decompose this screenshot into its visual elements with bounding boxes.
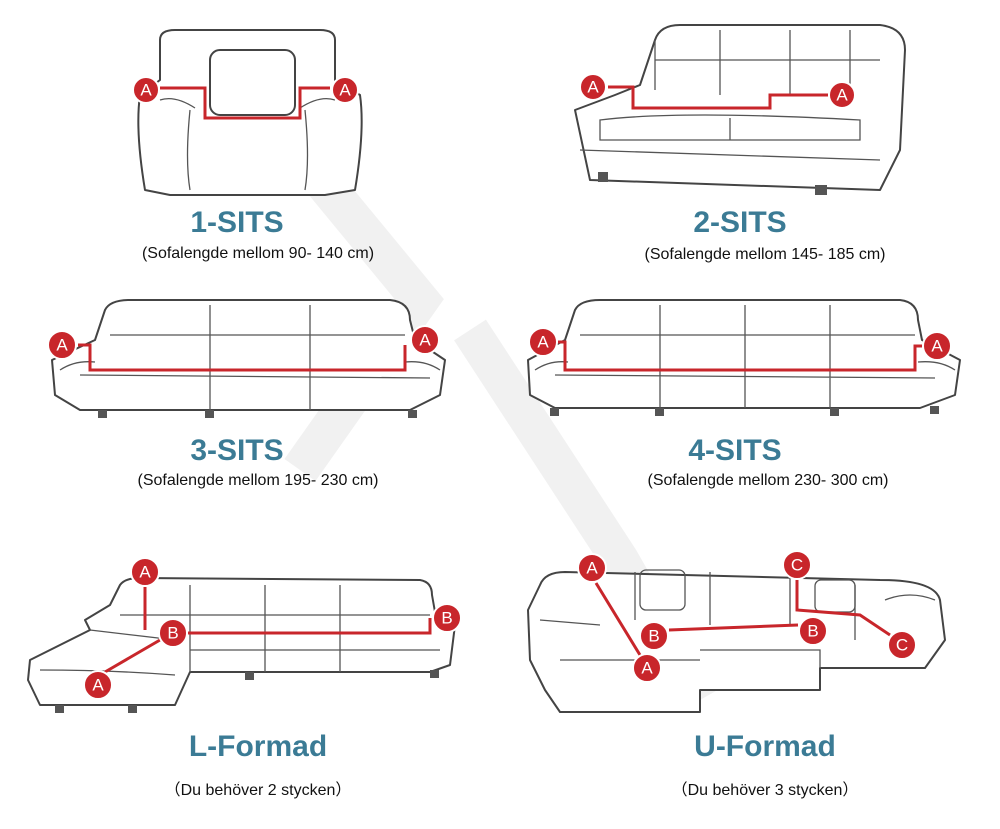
marker-a: A <box>47 330 77 360</box>
subtitle-l-formad: （Du behöver 2 stycken） <box>165 781 352 799</box>
svg-text:B: B <box>648 627 659 646</box>
subtitle-1-sits: (Sofalengde mellom 90- 140 cm) <box>142 245 374 262</box>
sofa-4-sits: A A 4-SITS (Sofalengde mellom 230- 300 c… <box>527 299 961 489</box>
marker-a: A <box>410 325 440 355</box>
marker-a: A <box>528 327 558 357</box>
svg-text:C: C <box>896 636 908 655</box>
svg-text:A: A <box>587 78 599 97</box>
svg-text:A: A <box>586 559 598 578</box>
marker-b: B <box>158 618 188 648</box>
marker-a: A <box>632 653 662 683</box>
marker-b: B <box>639 621 669 651</box>
svg-text:A: A <box>641 659 653 678</box>
subtitle-4-sits: (Sofalengde mellom 230- 300 cm) <box>647 472 888 489</box>
marker-a: A <box>83 670 113 700</box>
measure-line <box>160 86 330 120</box>
svg-text:A: A <box>537 333 549 352</box>
svg-text:A: A <box>140 81 152 100</box>
svg-text:A: A <box>339 81 351 100</box>
svg-text:B: B <box>167 624 178 643</box>
marker-b: B <box>432 603 462 633</box>
subtitle-3-sits: (Sofalengde mellom 195- 230 cm) <box>137 472 378 489</box>
title-3-sits: 3-SITS <box>190 434 283 467</box>
marker-a: A <box>130 557 160 587</box>
title-l-formad: L-Formad <box>189 730 327 763</box>
marker-c: C <box>782 550 812 580</box>
marker-a: A <box>132 76 160 104</box>
sofa-1-sits: A A 1-SITS (Sofalengde mellom 90- 140 cm… <box>132 29 374 262</box>
svg-text:A: A <box>931 337 943 356</box>
svg-text:A: A <box>419 331 431 350</box>
marker-a: A <box>579 73 607 101</box>
subtitle-2-sits: (Sofalengde mellom 145- 185 cm) <box>644 246 885 263</box>
title-4-sits: 4-SITS <box>688 434 781 467</box>
svg-text:A: A <box>836 86 848 105</box>
svg-text:A: A <box>92 676 104 695</box>
marker-a: A <box>922 331 952 361</box>
title-1-sits: 1-SITS <box>190 206 283 239</box>
svg-text:B: B <box>441 609 452 628</box>
marker-a: A <box>828 81 856 109</box>
marker-c: C <box>887 630 917 660</box>
subtitle-u-formad: （Du behöver 3 stycken） <box>672 781 859 799</box>
svg-text:B: B <box>807 622 818 641</box>
marker-a: A <box>331 76 359 104</box>
svg-text:A: A <box>139 563 151 582</box>
marker-a: A <box>577 553 607 583</box>
sofa-3-sits: A A 3-SITS (Sofalengde mellom 195- 230 c… <box>47 299 446 489</box>
title-2-sits: 2-SITS <box>693 206 786 239</box>
sofa-u-formad: A B A C B C U-Formad （Du behöver 3 styck… <box>527 550 946 799</box>
svg-text:A: A <box>56 336 68 355</box>
sofa-2-sits: A A 2-SITS (Sofalengde mellom 145- 185 c… <box>574 24 906 263</box>
svg-text:C: C <box>791 556 803 575</box>
marker-b: B <box>798 616 828 646</box>
title-u-formad: U-Formad <box>694 730 836 763</box>
sofa-l-formad: A B B A L-Formad （Du behöver 2 stycken） <box>27 557 462 799</box>
